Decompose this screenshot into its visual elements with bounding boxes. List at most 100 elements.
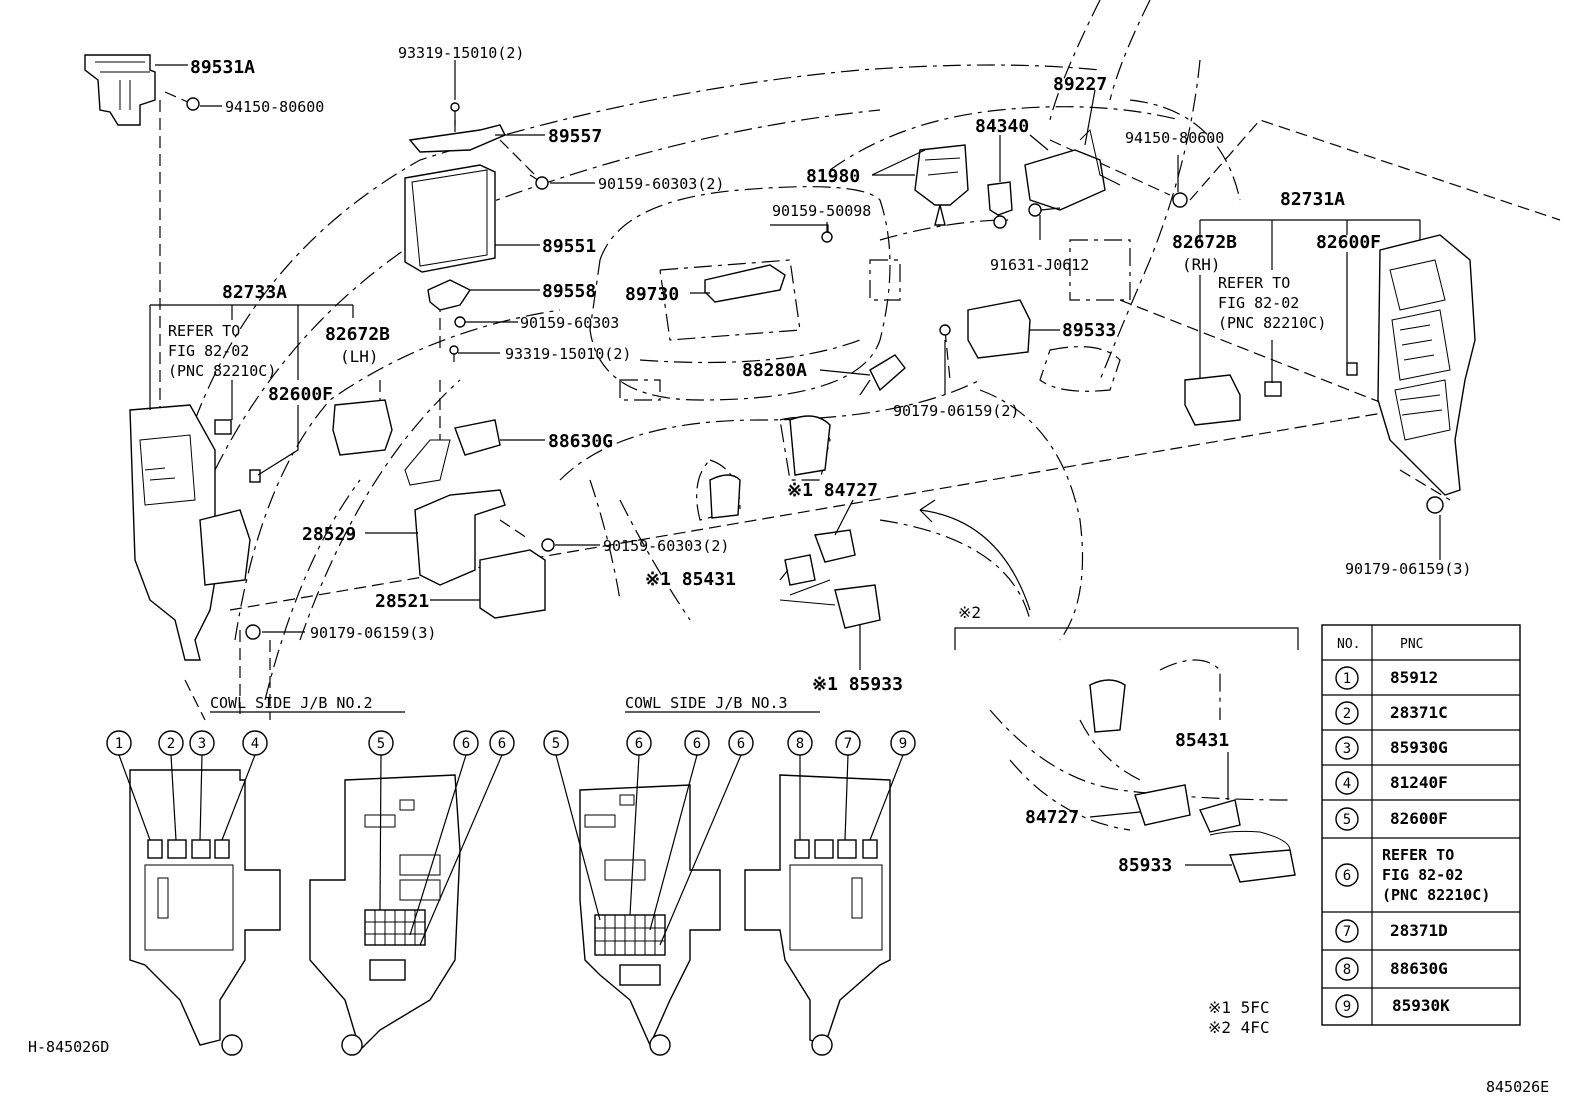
label-82731A: 82731A [1280, 189, 1345, 210]
label-90159-60303-c: 90159-60303(2) [603, 537, 729, 555]
connector-85933-a-icon [779, 579, 881, 629]
nut-right-icon [1172, 192, 1188, 208]
table-row-pnc-refer-1: REFER TO [1382, 846, 1454, 864]
relay-28521-icon [479, 549, 546, 619]
switch-84340-icon [987, 181, 1013, 229]
table-row-pnc: 28371C [1390, 703, 1448, 722]
bolt-93319-mid-icon [449, 345, 459, 362]
callout-1: 1 [115, 736, 123, 752]
callout-3: 3 [198, 736, 206, 752]
fuse-left-icon [214, 419, 232, 435]
bolt-90159-b-icon [454, 316, 466, 328]
bracket-28529-icon [414, 489, 506, 586]
shift-knob-icon [709, 415, 831, 519]
arrow-head-icon [919, 499, 936, 523]
table-row-no: 5 [1343, 812, 1351, 828]
section-cowl-jb3: COWL SIDE J/B NO.3 [625, 694, 788, 712]
callout-6: 6 [462, 736, 470, 752]
label-88630G: 88630G [548, 431, 613, 452]
section-cowl-jb2: COWL SIDE J/B NO.2 [210, 694, 373, 712]
label-84727-b: 84727 [1025, 807, 1079, 828]
pointer-arrow-icon [919, 509, 1031, 611]
cowl-jb2-front-icon [129, 769, 281, 1056]
label-94150-80600-b: 94150-80600 [1125, 129, 1224, 147]
label-90159-60303-b: 90159-60303 [520, 314, 619, 332]
table-row-no: 7 [1343, 924, 1351, 940]
relay-89533-icon [967, 299, 1031, 359]
label-88280A: 88280A [742, 360, 807, 381]
table-row-pnc-refer-3: (PNC 82210C) [1382, 886, 1490, 904]
footer-right-code: 845026E [1486, 1078, 1549, 1096]
label-85431-a: ※1 85431 [645, 569, 736, 590]
relay-left-icon [249, 469, 261, 483]
table-row-pnc: 85930G [1390, 738, 1448, 757]
label-81980: 81980 [806, 166, 860, 187]
switch-84727-a-icon [814, 529, 856, 563]
module-89730-icon [704, 264, 786, 303]
table-header-pnc: PNC [1400, 637, 1423, 652]
label-28521: 28521 [375, 591, 429, 612]
table-row-no: 9 [1343, 999, 1351, 1015]
callout-5: 5 [377, 736, 385, 752]
label-rh: (RH) [1182, 255, 1221, 274]
callout-2: 2 [167, 736, 175, 752]
table-row-no: 1 [1343, 671, 1351, 687]
label-82600F-l: 82600F [268, 384, 333, 405]
label-leaders [149, 60, 1441, 866]
label-89533: 89533 [1062, 320, 1116, 341]
label-94150-80600-a: 94150-80600 [225, 98, 324, 116]
callout-6: 6 [737, 736, 745, 752]
table-row-pnc: 88630G [1390, 959, 1448, 978]
note-4fc: ※2 4FC [1208, 1018, 1270, 1037]
label-89730: 89730 [625, 284, 679, 305]
label-refer-l-1: REFER TO [168, 322, 240, 340]
bolt-93319-top-icon [450, 102, 460, 125]
label-89227: 89227 [1053, 74, 1107, 95]
table-header-no: NO. [1337, 637, 1360, 652]
label-89558: 89558 [542, 281, 596, 302]
label-84727-a: ※1 84727 [787, 480, 878, 501]
bolt-90159-a-icon [529, 174, 549, 190]
label-refer-l-3: (PNC 82210C) [168, 362, 276, 380]
label-89557: 89557 [548, 126, 602, 147]
label-90179-06159-3b: 90179-06159(3) [1345, 560, 1471, 578]
label-93319-top: 93319-15010(2) [398, 44, 524, 62]
nut-90179-2-icon [939, 324, 951, 336]
junction-block-82733A-icon [129, 404, 251, 661]
table-row-pnc: 82600F [1390, 809, 1448, 828]
cowl-jb2-rear-icon [309, 774, 461, 1056]
callout-5: 5 [552, 736, 560, 752]
pnc-table: NO. PNC 1 85912 2 28371C 3 85930G 4 8124… [1321, 624, 1521, 1026]
bolt-90159-c-icon [541, 538, 555, 552]
label-91631-j0612: 91631-J0612 [990, 256, 1089, 274]
callout-7: 7 [844, 736, 852, 752]
nut-icon [186, 97, 200, 111]
table-row-no: 2 [1343, 706, 1351, 722]
callout-6: 6 [635, 736, 643, 752]
callout-leaders [118, 754, 904, 946]
relay-88280A-icon [859, 354, 906, 396]
relay-88630G-icon [404, 419, 501, 486]
callout-4: 4 [251, 736, 259, 752]
nut-90179-left-icon [245, 624, 261, 640]
label-85933-b: 85933 [1118, 855, 1172, 876]
label-82600F-r: 82600F [1316, 232, 1381, 253]
detail-view-frame [954, 627, 1299, 883]
table-row-pnc-refer-2: FIG 82-02 [1382, 866, 1463, 884]
label-90179-06159-2: 90179-06159(2) [893, 402, 1019, 420]
cowl-jb3-front-icon [744, 774, 891, 1056]
callout-circles: 1 2 3 4 5 6 6 5 6 6 6 8 7 9 [106, 730, 916, 756]
label-90179-06159-3a: 90179-06159(3) [310, 624, 436, 642]
callout-6: 6 [693, 736, 701, 752]
table-row-pnc: 28371D [1390, 921, 1448, 940]
ecu-89551-icon [404, 164, 496, 273]
module-89227-icon [1024, 129, 1121, 211]
bolt-91631-icon [1028, 203, 1061, 217]
junction-block-82731A-icon [1377, 234, 1476, 496]
sensor-82672B-rh-icon [1184, 374, 1241, 426]
label-89531A: 89531A [190, 57, 255, 78]
bracket-89557-icon [408, 124, 506, 153]
fuse-icon [1264, 381, 1282, 397]
